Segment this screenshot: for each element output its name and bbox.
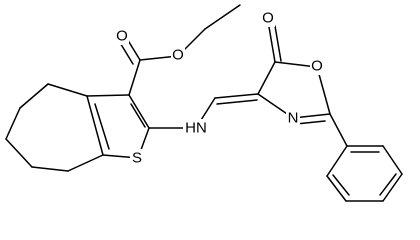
atom-amine: HN [183,119,209,137]
atom-label: S [132,150,142,167]
atom-label-layer: O O O O HN S N [115,9,324,167]
atom-oxazolone-ring-oxygen: O [310,57,324,75]
atom-label: N [288,110,299,127]
atom-label: HN [185,120,207,137]
bond [329,113,348,147]
bond [31,166,69,172]
bond [326,175,347,202]
bond [47,83,88,97]
chemical-structure-diagram: O O O O HN S N [5,4,403,202]
bond [5,138,33,168]
atom-oxazolone-carbonyl-oxygen: O [261,9,275,27]
bond [130,103,146,128]
structure-canvas: O O O O HN S N [5,4,403,202]
bond [214,93,259,99]
bond [86,94,130,97]
bond [67,154,104,172]
bond [128,94,150,129]
bond [128,59,141,96]
atom-ester-oxygen: O [171,46,185,64]
bond [326,145,348,177]
atom-label: O [262,10,274,27]
atom-thiophene-sulfur: S [130,149,144,167]
bond [86,95,104,156]
bond [5,107,21,140]
bond [382,145,403,175]
bond [94,103,110,150]
bond [295,120,326,125]
atom-label: O [311,58,323,75]
atom-oxazolone-nitrogen: N [286,109,300,127]
bond [332,174,350,196]
bond [19,83,49,109]
atom-label: O [116,28,128,45]
bond [379,173,397,196]
atom-label: O [172,47,184,64]
bond [204,4,241,30]
bond [382,173,403,202]
atom-carbonyl-oxygen-ester: O [115,27,129,45]
bond [274,25,282,62]
bond [268,26,276,63]
bond-layer [5,4,403,202]
bond [257,61,276,95]
bond [216,99,258,105]
